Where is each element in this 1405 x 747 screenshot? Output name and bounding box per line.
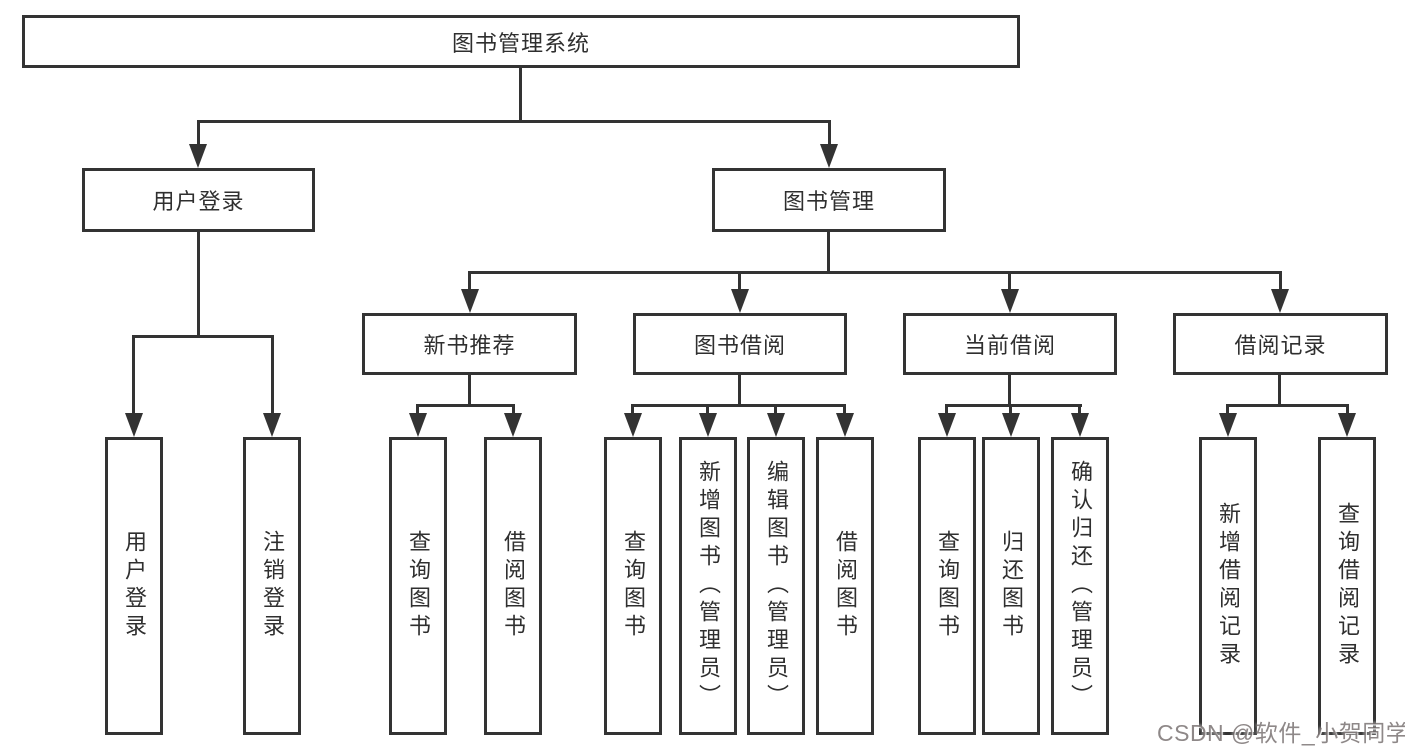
arrowhead-new-book	[461, 289, 479, 313]
arrowhead-leaf-add-book	[699, 413, 717, 437]
connector-drop	[843, 404, 846, 416]
leaf-logout: 注销登录	[243, 437, 301, 735]
node-book-mgmt-label: 图书管理	[782, 189, 875, 214]
connector-borrow-drop	[738, 271, 741, 291]
leaf-query-book-borrow-label: 查询图书	[621, 530, 646, 642]
leaf-borrow-book-rec: 借阅图书	[484, 437, 542, 735]
arrowhead-leaf-logout	[263, 413, 281, 437]
node-book-mgmt: 图书管理	[712, 168, 946, 232]
leaf-borrow-book: 借阅图书	[816, 437, 874, 735]
leaf-add-book-admin-label: 新增图书（管理员）	[696, 460, 721, 712]
connector-new-book-bar	[416, 404, 515, 407]
node-borrow-records-label: 借阅记录	[1234, 333, 1327, 358]
leaf-borrow-book-rec-label: 借阅图书	[501, 530, 526, 642]
node-user-login: 用户登录	[82, 168, 315, 232]
node-root: 图书管理系统	[22, 15, 1020, 68]
arrowhead-leaf-query-book-rec	[409, 413, 427, 437]
leaf-add-borrow-record: 新增借阅记录	[1199, 437, 1257, 735]
arrowhead-user-login	[189, 144, 207, 168]
connector-current-bar	[945, 404, 1082, 407]
node-book-borrow: 图书借阅	[633, 313, 847, 375]
connector-drop	[416, 404, 419, 416]
connector-records-drop	[1279, 271, 1282, 291]
node-new-book-rec: 新书推荐	[362, 313, 577, 375]
leaf-logout-label: 注销登录	[260, 530, 285, 642]
arrowhead-borrow	[731, 289, 749, 313]
arrowhead-current	[1001, 289, 1019, 313]
arrowhead-leaf-user-login	[125, 413, 143, 437]
arrowhead-leaf-borrow-book	[836, 413, 854, 437]
connector-book-mgmt-bar	[468, 271, 1282, 274]
leaf-return-book: 归还图书	[982, 437, 1040, 735]
leaf-add-book-admin: 新增图书（管理员）	[679, 437, 737, 735]
connector-drop	[774, 404, 777, 416]
node-root-label: 图书管理系统	[451, 30, 590, 56]
connector-leaf-logout-drop	[271, 335, 274, 415]
arrowhead-leaf-confirm-return	[1071, 413, 1089, 437]
connector-records-stub	[1278, 375, 1281, 407]
leaf-query-borrow-record-label: 查询借阅记录	[1335, 502, 1360, 670]
connector-root-stub	[519, 68, 522, 122]
arrowhead-records	[1271, 289, 1289, 313]
leaf-query-borrow-record: 查询借阅记录	[1318, 437, 1376, 735]
leaf-query-book-current: 查询图书	[918, 437, 976, 735]
csdn-watermark: CSDN @软件_小贺同学	[1157, 720, 1405, 746]
connector-new-book-drop	[468, 271, 471, 291]
connector-user-login-bar	[132, 335, 274, 338]
connector-drop	[1226, 404, 1229, 416]
leaf-edit-book-admin: 编辑图书（管理员）	[747, 437, 805, 735]
leaf-borrow-book-label: 借阅图书	[833, 530, 858, 642]
leaf-user-login: 用户登录	[105, 437, 163, 735]
connector-new-book-stub	[468, 375, 471, 407]
connector-user-login-stub	[197, 232, 200, 338]
arrowhead-leaf-query-book-borrow	[624, 413, 642, 437]
arrowhead-leaf-borrow-book-rec	[504, 413, 522, 437]
node-current-borrow-label: 当前借阅	[963, 333, 1056, 358]
node-borrow-records: 借阅记录	[1173, 313, 1388, 375]
connector-drop	[1346, 404, 1349, 416]
leaf-user-login-label: 用户登录	[122, 530, 147, 642]
leaf-return-book-label: 归还图书	[999, 530, 1024, 642]
connector-drop	[631, 404, 634, 416]
arrowhead-leaf-edit-book	[767, 413, 785, 437]
node-new-book-rec-label: 新书推荐	[423, 333, 516, 358]
arrowhead-book-mgmt	[820, 144, 838, 168]
connector-user-login-drop	[197, 120, 200, 147]
connector-drop	[706, 404, 709, 416]
arrowhead-leaf-add-record	[1219, 413, 1237, 437]
leaf-query-book-borrow: 查询图书	[604, 437, 662, 735]
connector-book-mgmt-drop	[828, 120, 831, 147]
connector-drop	[1078, 404, 1081, 416]
leaf-query-book-rec: 查询图书	[389, 437, 447, 735]
arrowhead-leaf-query-book-current	[938, 413, 956, 437]
arrowhead-leaf-return-book	[1002, 413, 1020, 437]
node-user-login-label: 用户登录	[152, 189, 245, 214]
connector-borrow-stub	[738, 375, 741, 407]
connector-drop	[1009, 404, 1012, 416]
connector-current-drop	[1008, 271, 1011, 291]
connector-drop	[945, 404, 948, 416]
arrowhead-leaf-query-record	[1338, 413, 1356, 437]
node-current-borrow: 当前借阅	[903, 313, 1117, 375]
connector-current-stub	[1008, 375, 1011, 407]
connector-borrow-bar	[631, 404, 846, 407]
connector-book-mgmt-stub	[827, 232, 830, 273]
node-book-borrow-label: 图书借阅	[693, 333, 786, 358]
leaf-add-borrow-record-label: 新增借阅记录	[1216, 502, 1241, 670]
connector-root-bar	[197, 120, 831, 123]
leaf-edit-book-admin-label: 编辑图书（管理员）	[764, 460, 789, 712]
connector-records-bar	[1226, 404, 1349, 407]
leaf-query-book-current-label: 查询图书	[935, 530, 960, 642]
leaf-query-book-rec-label: 查询图书	[406, 530, 431, 642]
connector-drop	[512, 404, 515, 416]
leaf-confirm-return-admin: 确认归还（管理员）	[1051, 437, 1109, 735]
connector-leaf-user-login-drop	[132, 335, 135, 415]
leaf-confirm-return-admin-label: 确认归还（管理员）	[1068, 460, 1093, 712]
